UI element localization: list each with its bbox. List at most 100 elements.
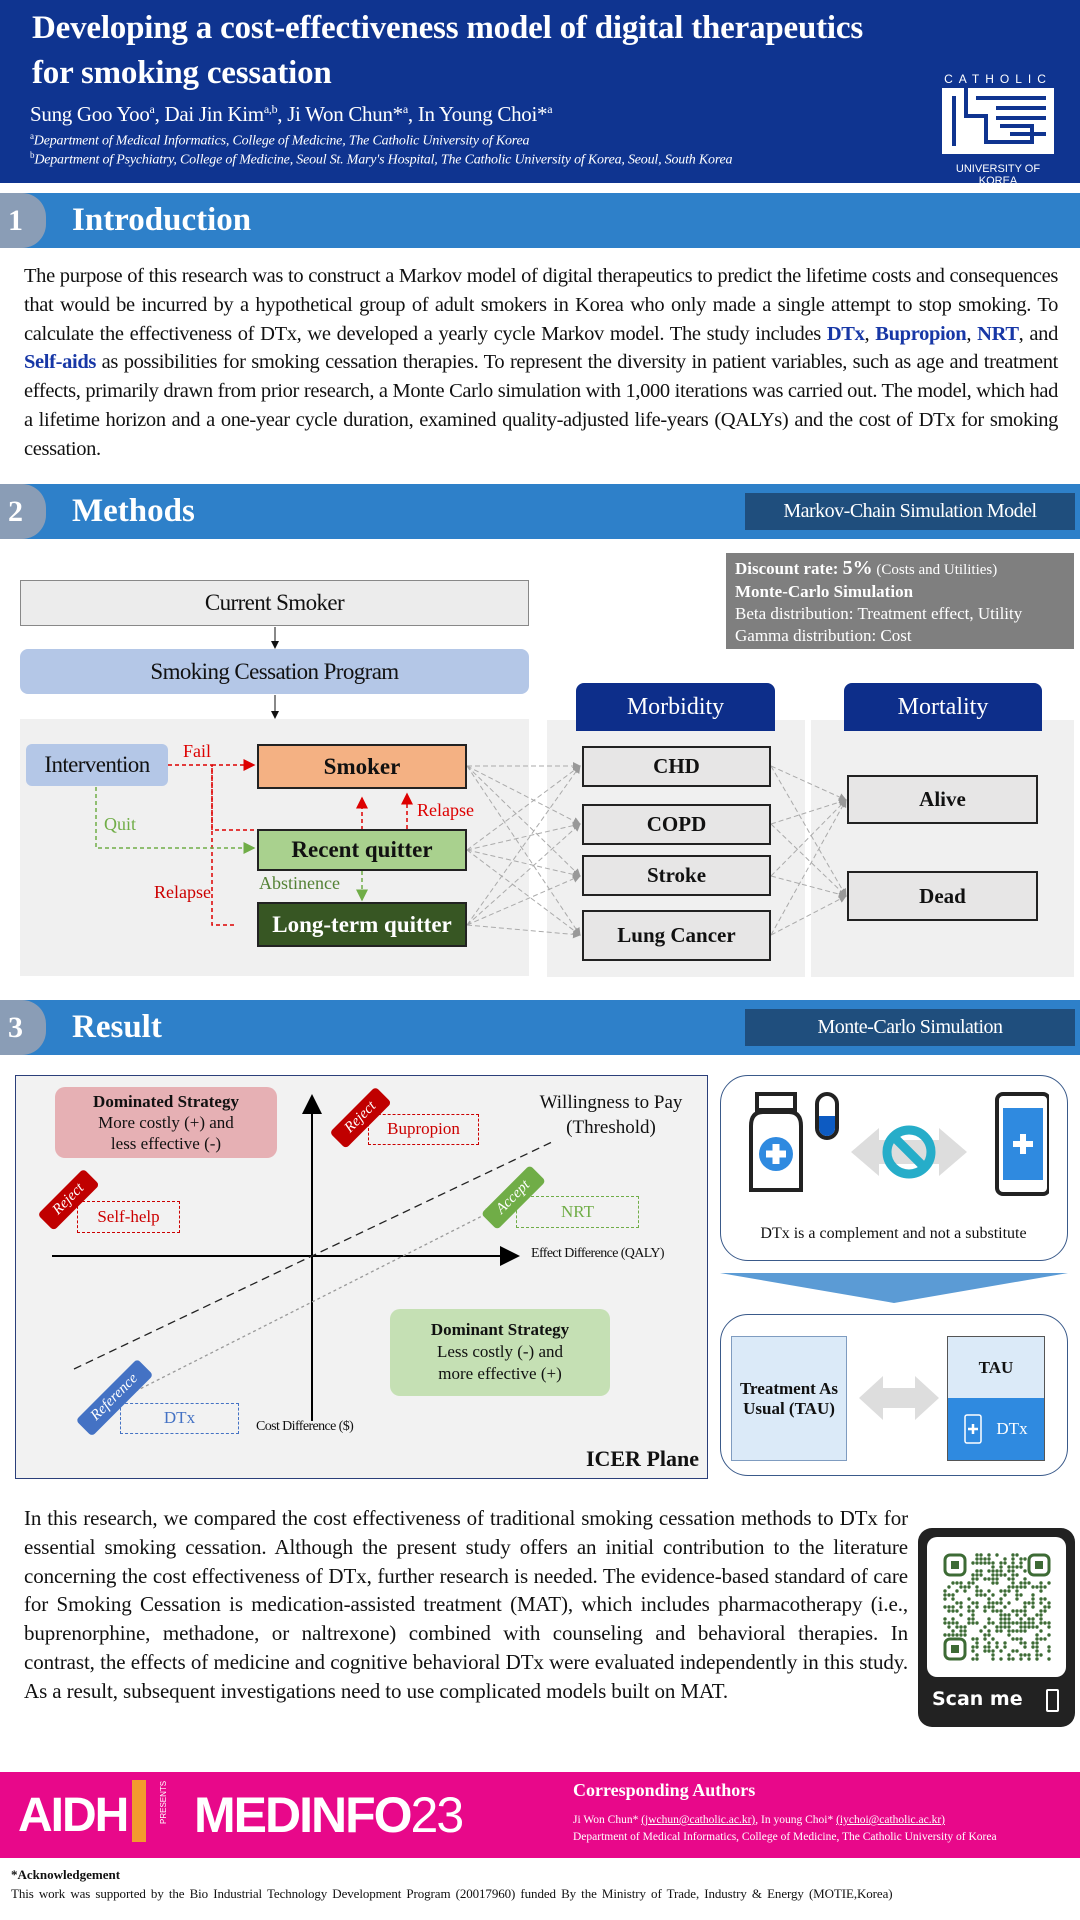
- current-smoker-box: Current Smoker: [20, 580, 529, 626]
- dtx-label: DTx: [996, 1419, 1028, 1438]
- dominated-line: More costly (+) and: [98, 1113, 234, 1132]
- down-chevron-icon: [720, 1273, 1068, 1303]
- qr-code-area: [927, 1537, 1066, 1677]
- intro-text: as possibilities for smoking cessation t…: [24, 351, 1058, 460]
- title-line: Developing a cost-effectiveness model of…: [32, 10, 863, 46]
- dominated-strategy-box: Dominated Strategy More costly (+) and l…: [55, 1087, 277, 1158]
- mortality-header: Mortality: [844, 683, 1042, 731]
- email-link[interactable]: (iychoi@catholic.ac.kr): [836, 1814, 946, 1826]
- dominant-line: Less costly (-) and: [436, 1342, 564, 1361]
- author-sup: a: [149, 102, 155, 116]
- author: In Young Choi*: [417, 102, 548, 126]
- corresponding-dept: Department of Medical Informatics, Colle…: [573, 1831, 997, 1843]
- morbidity-state-chd: CHD: [582, 746, 771, 787]
- dtx-component: DTx: [948, 1398, 1044, 1460]
- presents-text: PRESENTS: [159, 1780, 168, 1824]
- aff-text: Department of Psychiatry, College of Med…: [34, 152, 733, 168]
- mortality-state-dead: Dead: [847, 871, 1038, 921]
- section-label: Markov-Chain Simulation Model: [745, 493, 1075, 530]
- dominated-line: less effective (-): [110, 1134, 222, 1153]
- icer-plane: Dominated Strategy More costly (+) and l…: [15, 1075, 708, 1479]
- mortality-panel: [811, 720, 1074, 977]
- acknowledgement-text: This work was supported by the Bio Indus…: [11, 1886, 893, 1901]
- abstinence-label: Abstinence: [259, 873, 340, 893]
- section-header-methods: 2 Methods Markov-Chain Simulation Model: [0, 484, 1080, 539]
- intervention-box: Intervention: [26, 744, 168, 786]
- cessation-program-box: Smoking Cessation Program: [20, 649, 529, 694]
- corresponding-title: Corresponding Authors: [573, 1780, 756, 1800]
- wtp-label: Willingness to Pay (Threshold): [516, 1090, 706, 1140]
- prohibited-icon: [882, 1125, 936, 1179]
- affiliation: aDepartment of Medical Informatics, Coll…: [30, 131, 530, 150]
- tau-plus-dtx-box: TAU DTx: [947, 1336, 1045, 1461]
- beta-distribution: Beta distribution: Treatment effect, Uti…: [735, 604, 1023, 623]
- aidh-plus-mark: [132, 1780, 146, 1842]
- author: , In young Choi*: [755, 1814, 837, 1826]
- highlight-term: NRT: [977, 322, 1019, 345]
- quit-label: Quit: [104, 814, 137, 834]
- morbidity-state-lung-cancer: Lung Cancer: [582, 910, 771, 961]
- authors: Sung Goo Yooa, Dai Jin Kima,b, Ji Won Ch…: [30, 102, 553, 126]
- highlight-term: Bupropion: [875, 322, 967, 345]
- acknowledgement-title: *Acknowledgement: [11, 1867, 121, 1882]
- complement-caption: DTx is a complement and not a substitute: [760, 1225, 1027, 1242]
- separator: , and: [1018, 322, 1059, 345]
- dominant-line: more effective (+): [438, 1364, 562, 1383]
- smoker-state: Smoker: [257, 744, 467, 789]
- morbidity-state-copd: COPD: [582, 804, 771, 845]
- affiliation: bDepartment of Psychiatry, College of Me…: [30, 150, 733, 169]
- dominated-title: Dominated Strategy: [93, 1092, 239, 1111]
- tau-box: Treatment As Usual (TAU): [731, 1336, 847, 1461]
- discount-rate: Discount rate: 5% (Costs and Utilities): [735, 557, 1065, 581]
- tau-label: TAU: [948, 1337, 1044, 1398]
- aff-sup: a: [30, 131, 34, 141]
- long-term-quitter-state: Long-term quitter: [257, 902, 467, 947]
- dominant-strategy-box: Dominant Strategy Less costly (-) and mo…: [390, 1309, 610, 1396]
- nrt-point: NRT: [516, 1196, 639, 1228]
- medinfo-year: 23: [410, 1787, 465, 1843]
- wtp-line: [73, 1141, 553, 1370]
- medicine-bottle-icon: [749, 1092, 803, 1192]
- section-label: Monte-Carlo Simulation: [745, 1009, 1075, 1046]
- email-link[interactable]: (jwchun@catholic.ac.kr): [641, 1814, 756, 1826]
- y-axis-label: Cost Difference ($): [256, 1419, 354, 1434]
- author: Ji Won Chun*: [573, 1814, 642, 1826]
- dominant-title: Dominant Strategy: [430, 1320, 570, 1339]
- intro-text: The purpose of this research was to cons…: [24, 265, 1058, 345]
- poster-title: Developing a cost-effectiveness model of…: [32, 6, 992, 96]
- mc-title: Monte-Carlo Simulation: [735, 582, 914, 601]
- separator: ,: [864, 322, 876, 345]
- result-paragraph: In this research, we compared the cost e…: [24, 1506, 908, 1703]
- smartphone-icon: [964, 1414, 983, 1444]
- note: (Costs and Utilities): [872, 562, 998, 578]
- highlight-term: DTx: [826, 322, 865, 345]
- x-axis-label: Effect Difference (QALY): [531, 1246, 665, 1261]
- separator: ,: [966, 322, 978, 345]
- medicine-vs-dtx-illustration: [749, 1092, 1049, 1196]
- morbidity-header: Morbidity: [576, 683, 775, 731]
- phone-icon: [1046, 1689, 1059, 1712]
- recent-quitter-state: Recent quitter: [257, 829, 467, 871]
- aidh-logo: AIDH: [18, 1788, 129, 1843]
- section-title: Introduction: [72, 202, 252, 238]
- morbidity-state-stroke: Stroke: [582, 855, 771, 896]
- smartphone-icon: [995, 1092, 1049, 1196]
- footer-banner: AIDH PRESENTS MEDINFO23 Corresponding Au…: [0, 1772, 1080, 1858]
- author-sup: a,b: [263, 102, 278, 116]
- complement-panel: DTx is a complement and not a substitute: [720, 1075, 1068, 1261]
- author-sup: a: [402, 102, 408, 116]
- aidh-text: AIDH: [18, 1789, 129, 1842]
- gamma-distribution: Gamma distribution: Cost: [735, 626, 912, 645]
- title-line: for smoking cessation: [32, 55, 332, 91]
- mortality-state-alive: Alive: [847, 775, 1038, 824]
- section-number: 1: [0, 193, 46, 248]
- medinfo-text: MEDINFO: [194, 1787, 413, 1843]
- qr-code-card[interactable]: Scan me: [918, 1528, 1075, 1727]
- medinfo-logo: MEDINFO23: [194, 1786, 465, 1844]
- author: Dai Jin Kim: [164, 102, 264, 126]
- logo-bottom-text: UNIVERSITY OF KOREA: [955, 163, 1041, 187]
- relapse-label: Relapse: [154, 882, 211, 902]
- university-logo: CATHOLIC UNIVERSITY OF KOREA: [936, 72, 1060, 187]
- poster-header: Developing a cost-effectiveness model of…: [0, 0, 1080, 187]
- logo-emblem-icon: [942, 88, 1054, 154]
